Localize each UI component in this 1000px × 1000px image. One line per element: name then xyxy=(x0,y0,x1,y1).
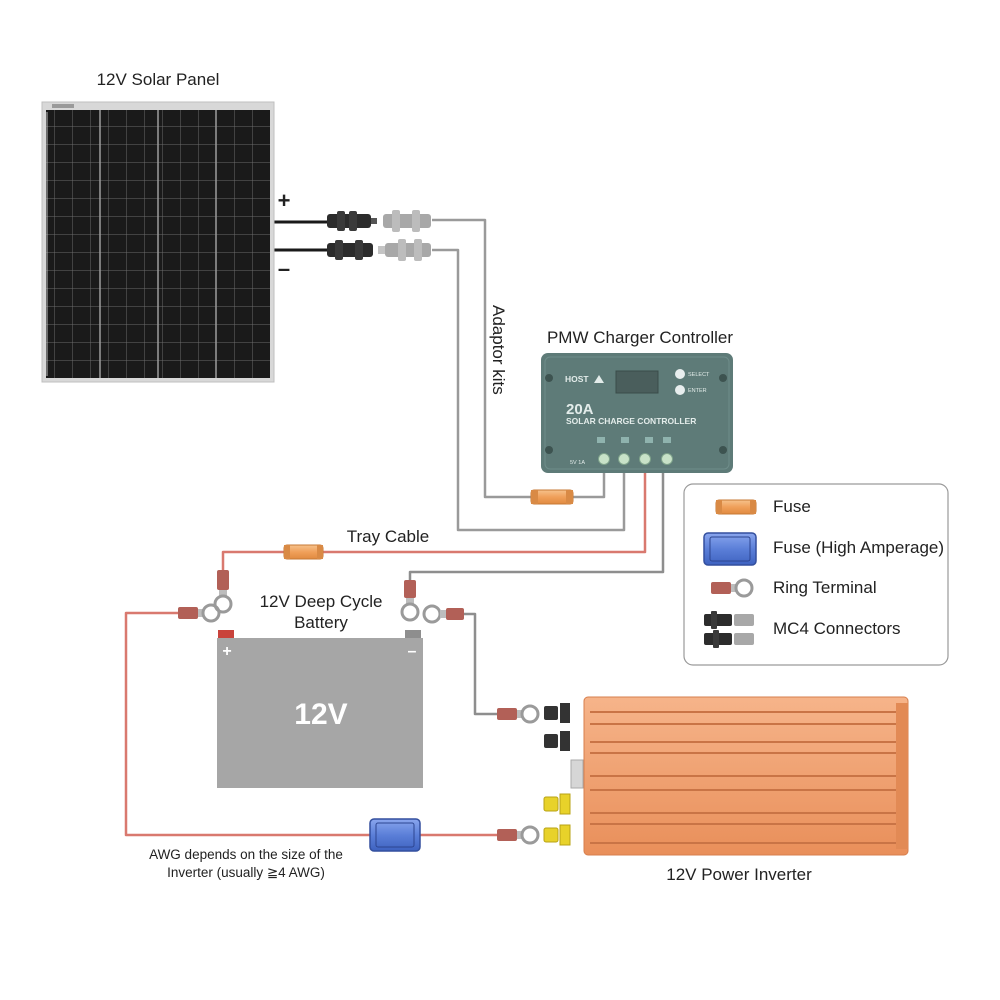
mc4-connectors xyxy=(327,210,431,261)
charge-controller: PMW Charger Controller HOST SELECT ENTER… xyxy=(541,328,733,473)
battery-positive-sign: + xyxy=(222,643,231,660)
tray-cable-label: Tray Cable xyxy=(347,527,430,546)
mc4-connector-negative-female xyxy=(378,239,431,261)
battery-title-line2: Battery xyxy=(294,613,348,632)
ring-terminal-negative-inverter xyxy=(422,604,464,624)
adaptor-kits-label: Adaptor kits xyxy=(489,305,508,395)
solar-panel-label: 12V Solar Panel xyxy=(97,70,220,89)
battery-positive-to-controller xyxy=(221,472,647,570)
legend-item-mc4-connectors: MC4 Connectors xyxy=(704,611,901,648)
battery-negative-post xyxy=(405,630,421,639)
legend-label-mc4-connectors: MC4 Connectors xyxy=(773,619,901,638)
inverter-positive-bolts xyxy=(543,793,571,846)
controller-subtitle: SOLAR CHARGE CONTROLLER xyxy=(566,416,696,426)
high-amp-fuse xyxy=(369,818,421,852)
awg-note-line1: AWG depends on the size of the xyxy=(149,847,343,862)
controller-brand: HOST xyxy=(565,374,589,384)
controller-usb-label: 5V 1A xyxy=(570,460,585,466)
legend-item-fuse: Fuse xyxy=(715,497,811,516)
tray-cable-fuse xyxy=(283,544,324,560)
controller-terminals xyxy=(598,453,673,465)
mc4-connector-positive-female xyxy=(383,210,431,232)
battery-negative-to-controller xyxy=(408,472,665,586)
legend-item-high-amp-fuse: Fuse (High Amperage) xyxy=(703,532,944,566)
mc4-connector-negative-male xyxy=(327,240,373,260)
battery-body xyxy=(217,638,423,788)
ring-terminal-inverter-negative xyxy=(497,704,540,724)
battery: 12V Deep Cycle Battery + – 12V xyxy=(217,592,423,788)
inverter-negative-wire xyxy=(462,612,497,716)
controller-rating: 20A xyxy=(566,401,594,418)
ring-terminals xyxy=(178,570,540,845)
legend: Fuse Fuse (High Amperage) Ring Terminal xyxy=(683,483,949,666)
power-inverter: 12V Power Inverter xyxy=(543,696,909,884)
battery-negative-sign: – xyxy=(408,643,417,660)
solar-panel: 12V Solar Panel + – xyxy=(41,70,291,383)
panel-positive-sign: + xyxy=(278,188,291,213)
fuse-icon xyxy=(715,499,757,515)
ring-terminal-negative-controller xyxy=(400,580,420,622)
controller-lcd-screen xyxy=(615,370,659,394)
controller-terminal-icons xyxy=(597,437,671,443)
battery-title-line1: 12V Deep Cycle xyxy=(260,592,383,611)
select-button-label: SELECT xyxy=(688,372,710,378)
legend-item-ring-terminal: Ring Terminal xyxy=(711,578,877,598)
wires xyxy=(124,218,665,837)
legend-label-ring-terminal: Ring Terminal xyxy=(773,578,877,597)
high-amp-fuse-icon xyxy=(703,532,757,566)
battery-positive-post xyxy=(218,630,234,639)
controller-title: PMW Charger Controller xyxy=(547,328,733,347)
mc4-connector-icon xyxy=(704,611,754,648)
battery-voltage: 12V xyxy=(294,698,347,731)
adaptor-cable-positive xyxy=(432,218,606,499)
select-button xyxy=(675,369,685,379)
adaptor-cable-negative xyxy=(432,248,626,532)
legend-label-fuse: Fuse xyxy=(773,497,811,516)
ring-terminal-icon xyxy=(711,578,754,598)
inverter-negative-bolts xyxy=(544,703,570,751)
enter-button xyxy=(675,385,685,395)
ring-terminal-positive-inverter xyxy=(178,603,221,623)
adaptor-fuse xyxy=(530,489,574,505)
ring-terminal-inverter-positive xyxy=(497,825,540,845)
power-inverter-label: 12V Power Inverter xyxy=(666,865,812,884)
inverter-positive-wire xyxy=(124,611,497,837)
awg-note-line2: Inverter (usually ≧4 AWG) xyxy=(167,865,325,880)
panel-negative-sign: – xyxy=(278,256,290,281)
enter-button-label: ENTER xyxy=(688,388,707,394)
ring-terminal-positive-controller xyxy=(213,570,233,614)
legend-label-high-amp-fuse: Fuse (High Amperage) xyxy=(773,538,944,557)
mc4-connector-positive-male xyxy=(327,211,377,231)
